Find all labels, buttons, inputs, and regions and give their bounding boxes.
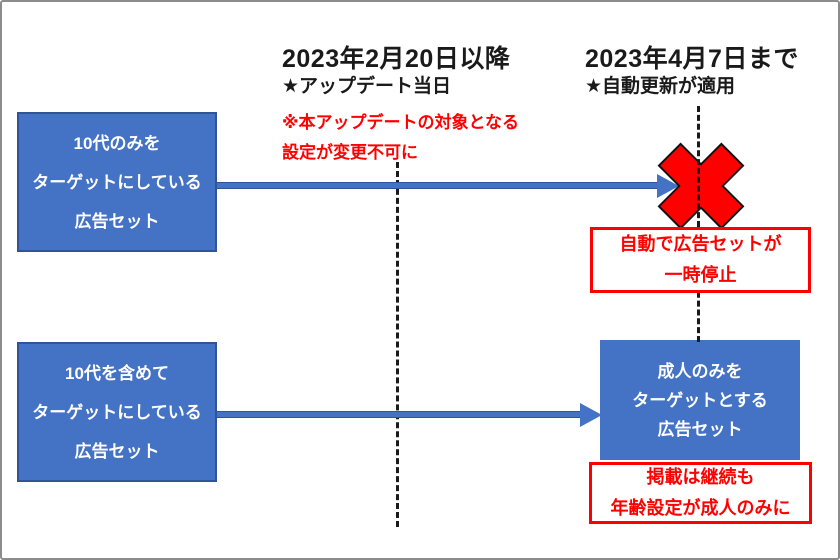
phase1-dashed-line: [396, 162, 399, 527]
phase1-note: ※本アップデートの対象となる 設定が変更不可に: [282, 108, 519, 168]
phase2-header: 2023年4月7日まで ★自動更新が適用: [585, 44, 799, 99]
arrow-bottom-head-icon: [580, 403, 602, 427]
alert-delivery-continued: 掲載は継続も 年齢設定が成人のみに: [589, 462, 812, 524]
box-adults-line1: 成人のみを: [657, 361, 743, 381]
phase2-title: 2023年4月7日まで: [585, 45, 799, 73]
alert-continued-line1: 掲載は継続も: [646, 467, 755, 487]
x-cross-icon: [657, 142, 745, 230]
box-adults-line2: ターゲットとする: [632, 390, 768, 410]
box-teens-only-line3: 広告セット: [74, 211, 160, 231]
box-teens-included-line3: 広告セット: [74, 441, 160, 461]
box-adults-only-adset: 成人のみを ターゲットとする 広告セット: [600, 340, 800, 460]
arrow-top-shaft: [217, 182, 657, 189]
alert-auto-paused: 自動で広告セットが 一時停止: [590, 227, 811, 293]
box-teens-only-adset: 10代のみを ターゲットにしている 広告セット: [17, 112, 217, 252]
phase2-subtitle: ★自動更新が適用: [585, 76, 736, 97]
box-teens-included-line1: 10代を含めて: [65, 363, 169, 383]
box-teens-included-line2: ターゲットにしている: [32, 402, 202, 422]
box-teens-only-line1: 10代のみを: [73, 133, 161, 153]
phase1-title: 2023年2月20日以降: [282, 45, 511, 73]
phase1-header: 2023年2月20日以降 ★アップデート当日 ※本アップデートの対象となる 設定…: [282, 44, 519, 168]
alert-paused-line2: 一時停止: [664, 265, 737, 285]
box-teens-only-line2: ターゲットにしている: [32, 172, 202, 192]
phase1-note-line2: 設定が変更不可に: [282, 143, 418, 162]
box-teens-included-adset: 10代を含めて ターゲットにしている 広告セット: [17, 342, 217, 482]
phase1-note-line1: ※本アップデートの対象となる: [282, 113, 520, 132]
phase1-subtitle: ★アップデート当日: [282, 76, 452, 97]
box-adults-line3: 広告セット: [657, 419, 743, 439]
alert-paused-line1: 自動で広告セットが: [619, 234, 782, 254]
alert-continued-line2: 年齢設定が成人のみに: [610, 498, 791, 518]
arrow-bottom-shaft: [217, 411, 580, 418]
phase2-dashed-line: [697, 106, 700, 342]
